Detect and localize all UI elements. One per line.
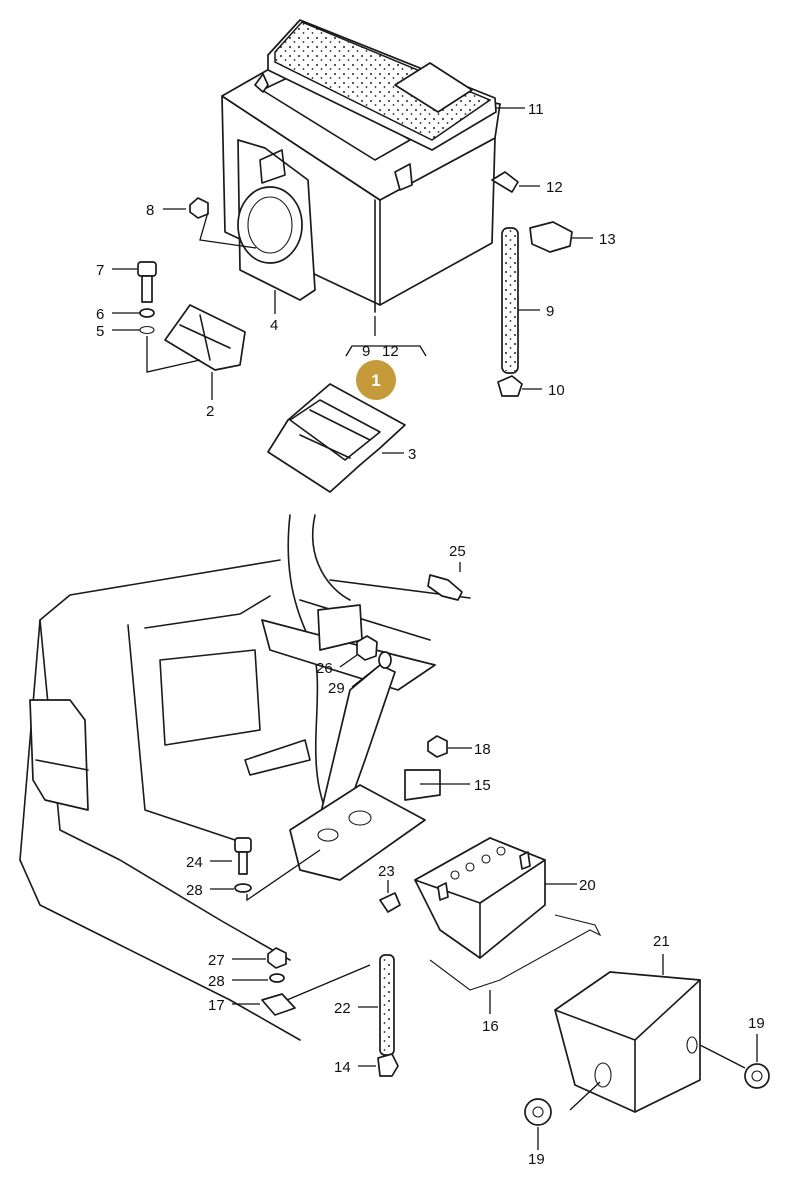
label-16: 16	[482, 1018, 499, 1035]
label-19b: 19	[528, 1151, 545, 1168]
washer-6	[139, 308, 155, 318]
battery-cover	[267, 19, 497, 151]
callout-badge[interactable]: 1	[356, 360, 396, 400]
label-22: 22	[334, 1000, 351, 1017]
label-19a: 19	[748, 1015, 765, 1032]
leader-lines-bottom	[210, 562, 758, 1150]
label-21: 21	[653, 933, 670, 950]
label-24: 24	[186, 854, 203, 871]
svg-text:1: 1	[371, 371, 380, 390]
label-26: 26	[316, 660, 333, 677]
car-body	[19, 514, 471, 1041]
clip-13	[529, 221, 573, 253]
label-2: 2	[206, 403, 214, 420]
label-25: 25	[449, 543, 466, 560]
washer-29	[378, 651, 392, 669]
label-14: 14	[334, 1059, 351, 1076]
battery-lower	[414, 837, 546, 959]
label-27: 27	[208, 952, 225, 969]
label-11: 11	[528, 101, 544, 118]
label-10: 10	[548, 382, 565, 399]
label-3: 3	[408, 446, 416, 463]
tray-16	[429, 914, 602, 991]
battery-support	[261, 604, 441, 881]
callout-labels: 11 12 13 9 10 8 7 6 5 4 9 12 2 3 25 26 2…	[96, 101, 765, 1168]
label-9: 9	[546, 303, 554, 320]
nut-8	[189, 197, 209, 219]
bolt-24	[234, 837, 252, 893]
washer-5	[139, 325, 155, 335]
label-15: 15	[474, 777, 491, 794]
vent-hose	[491, 171, 523, 397]
label-23: 23	[378, 863, 395, 880]
label-9b: 9	[362, 343, 370, 360]
label-4: 4	[270, 317, 278, 334]
label-28a: 28	[186, 882, 203, 899]
label-13: 13	[599, 231, 616, 248]
label-17: 17	[208, 997, 225, 1014]
label-5: 5	[96, 323, 104, 340]
label-7: 7	[96, 262, 104, 279]
bolt-7	[137, 261, 157, 303]
leader-lines-top	[112, 107, 593, 454]
nut-18	[427, 735, 448, 758]
knob-19b	[524, 1098, 552, 1126]
knob-19a	[744, 1063, 770, 1089]
bolt-25	[427, 574, 463, 601]
label-12: 12	[546, 179, 563, 196]
label-18: 18	[474, 741, 491, 758]
battery-tray	[267, 383, 406, 493]
label-6: 6	[96, 306, 104, 323]
vent-hose-lower	[377, 892, 401, 1077]
label-12b: 12	[382, 343, 399, 360]
label-28b: 28	[208, 973, 225, 990]
label-29: 29	[328, 680, 345, 697]
label-8: 8	[146, 202, 154, 219]
nut-26	[356, 635, 378, 661]
label-20: 20	[579, 877, 596, 894]
nut-27	[261, 947, 296, 1016]
battery-box-cover	[554, 971, 701, 1113]
